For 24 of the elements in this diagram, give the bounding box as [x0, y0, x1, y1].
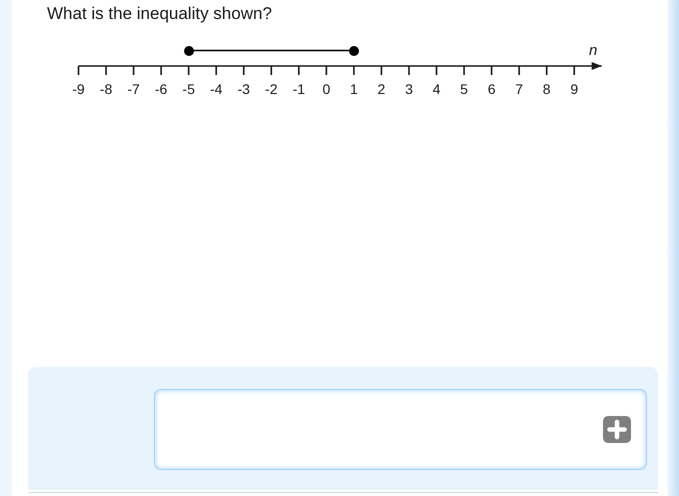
tick-label: -7	[126, 82, 141, 96]
tick-label: -2	[264, 82, 278, 96]
tick-label: 3	[404, 82, 414, 96]
tick-label: 6	[486, 82, 496, 96]
tick-label: 7	[514, 82, 524, 96]
tick-label: -6	[154, 82, 168, 96]
tick-label: -5	[181, 82, 196, 96]
tick-label: -8	[98, 82, 114, 96]
tick-label: 2	[376, 82, 386, 96]
tick-label: -4	[208, 82, 224, 96]
tick-label: 4	[432, 82, 442, 96]
tick-label: -9	[71, 82, 86, 96]
tick-label: -3	[236, 82, 251, 96]
tick-label: 9	[569, 82, 580, 96]
tick-label: -1	[292, 82, 306, 96]
tick-label: 1	[348, 82, 359, 96]
tick-label: 8	[542, 82, 552, 96]
line-segment	[194, 50, 349, 52]
closed-dot	[348, 46, 359, 56]
axis-label: n	[589, 43, 598, 58]
tick-label: 5	[459, 82, 469, 96]
closed-dot	[184, 46, 194, 56]
tick-label: 0	[321, 82, 332, 96]
question-text: What is the inequality shown?	[47, 5, 272, 22]
